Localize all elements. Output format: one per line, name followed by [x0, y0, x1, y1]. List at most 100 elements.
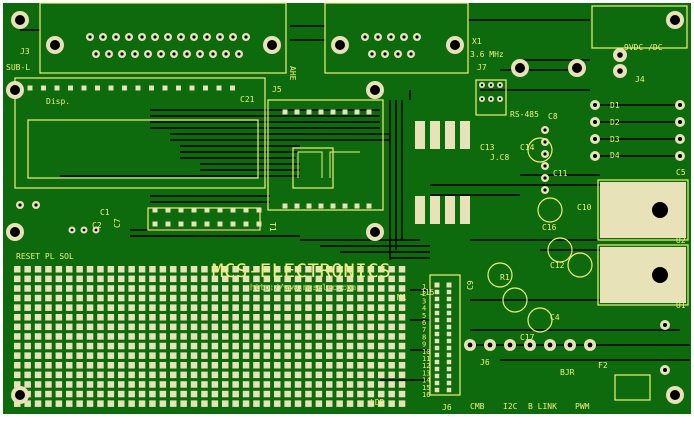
perf-pad [55, 371, 63, 379]
db25-pad-hole [192, 35, 196, 39]
perf-pad [274, 266, 281, 273]
perf-pad [315, 285, 323, 292]
perf-pad [346, 285, 354, 292]
perf-pad [45, 275, 52, 283]
perf-pad [107, 314, 115, 321]
bottom-pad-hole [527, 342, 533, 348]
j6-pad [434, 380, 440, 386]
perf-pad [388, 400, 395, 407]
perf-pad [398, 294, 406, 302]
perf-pad [159, 362, 167, 369]
perf-pad [336, 352, 343, 359]
perf-pad [118, 294, 125, 302]
perf-pad [180, 352, 187, 359]
j7-pad-hole [498, 97, 502, 101]
j6-pin-number: 13 [422, 369, 430, 377]
perf-pad [367, 342, 375, 350]
perf-pad [367, 294, 375, 302]
perf-pad [107, 275, 115, 283]
ic-socket [297, 151, 360, 178]
ic-pad-top [217, 207, 223, 213]
perf-pad [34, 390, 42, 398]
perf-pad [232, 314, 239, 321]
db9-pad-hole [402, 35, 406, 39]
perf-pad [159, 304, 167, 311]
label-c5: C5 [676, 168, 686, 177]
j6-pin-number: 11 [422, 355, 430, 363]
perf-pad [326, 400, 333, 407]
perf-pad [357, 371, 364, 379]
perf-pad [305, 294, 312, 302]
perf-pad [398, 342, 406, 350]
resistor-body [430, 121, 440, 149]
label-t1: T1 [268, 222, 277, 232]
perf-pad [315, 400, 323, 407]
bottom-pad-hole [487, 342, 493, 348]
perf-pad [315, 275, 323, 283]
perf-pad [388, 371, 395, 379]
perf-pad [34, 352, 42, 359]
perf-pad [201, 381, 208, 388]
ic-pad-bot [204, 221, 210, 227]
perf-pad [66, 381, 73, 388]
perf-pad [118, 390, 125, 398]
perf-pad [211, 371, 219, 379]
perf-pad [326, 362, 333, 369]
label-disp: Disp. [46, 97, 70, 106]
perf-pad [107, 342, 115, 350]
j7-pad-hole [498, 83, 502, 87]
perf-pad [388, 266, 395, 273]
perf-pad [211, 266, 219, 273]
j6-pad [434, 296, 440, 302]
perf-pad [76, 304, 83, 311]
db25-pad-hole [198, 52, 202, 56]
perf-pad [222, 381, 229, 388]
perf-pad [159, 323, 167, 331]
ic-pad-top [256, 207, 262, 213]
perf-pad [242, 381, 250, 388]
perf-pad [294, 304, 302, 311]
perf-pad [378, 381, 385, 388]
perf-pad [159, 342, 167, 350]
j6-pad [446, 380, 452, 386]
perf-pad [201, 294, 208, 302]
perf-pad [107, 323, 115, 331]
perf-pad [357, 304, 364, 311]
socket-pad-top [318, 109, 324, 115]
perf-pad [263, 390, 271, 398]
perf-pad [180, 342, 187, 350]
display-pad [176, 85, 181, 91]
label-freq: 3.6 MHz [470, 50, 504, 59]
perf-pad [253, 390, 260, 398]
perf-pad [86, 333, 94, 340]
perf-pad [118, 285, 125, 292]
perf-pad [34, 275, 42, 283]
perf-pad [138, 400, 146, 407]
perf-pad [97, 275, 104, 283]
perf-pad [76, 266, 83, 273]
perf-pad [284, 390, 291, 398]
perf-pad [315, 304, 323, 311]
perf-pad [180, 285, 187, 292]
perf-pad [170, 304, 177, 311]
perf-pad [14, 304, 21, 311]
label-c8: C8 [548, 112, 558, 121]
perf-pad [232, 381, 239, 388]
perf-pad [97, 400, 104, 407]
perf-pad [45, 390, 52, 398]
perf-pad [201, 352, 208, 359]
perf-pad [34, 342, 42, 350]
label-c11: C11 [553, 169, 568, 178]
perf-pad [149, 304, 156, 311]
db25-pad-hole [140, 35, 144, 39]
perf-pad [242, 352, 250, 359]
perf-pad [253, 323, 260, 331]
perf-pad [263, 285, 271, 292]
perf-pad [284, 381, 291, 388]
perf-pad [14, 342, 21, 350]
perf-pad [357, 381, 364, 388]
label-m1: M1 [397, 293, 407, 302]
perf-pad [128, 266, 135, 273]
perf-pad [128, 342, 135, 350]
